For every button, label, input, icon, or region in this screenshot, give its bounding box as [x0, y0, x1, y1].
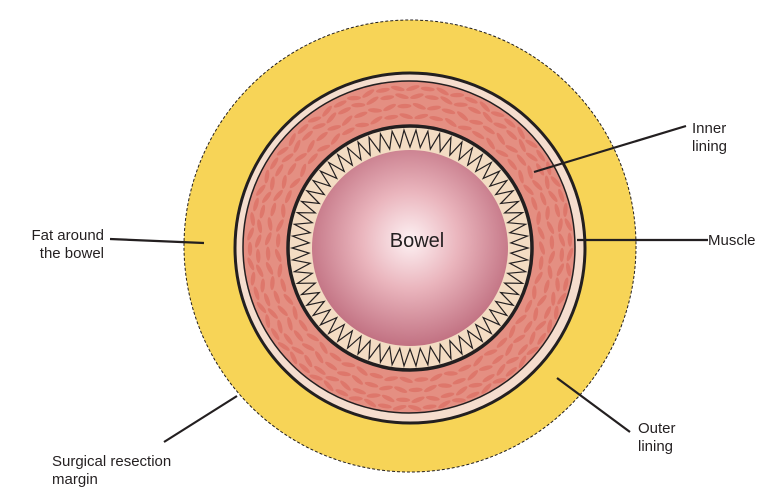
outer-lining-label-line1: Outer [638, 420, 676, 438]
inner-lining-label-line1: Inner [692, 120, 727, 138]
margin-leader-line [164, 396, 237, 442]
surgical-margin-label-line1: Surgical resection [52, 453, 171, 471]
muscle-fiber [444, 371, 458, 375]
surgical-margin-label-line2: margin [52, 471, 171, 489]
inner-lining-label: Inner lining [692, 120, 727, 156]
muscle-label: Muscle [708, 232, 756, 250]
fat-label-line2: the bowel [4, 245, 104, 263]
surgical-margin-label: Surgical resection margin [52, 453, 171, 489]
bowel-label: Bowel [0, 230, 769, 253]
outer-lining-label: Outer lining [638, 420, 676, 456]
inner-lining-label-line2: lining [692, 138, 727, 156]
fat-label: Fat around the bowel [4, 227, 104, 263]
fat-label-line1: Fat around [4, 227, 104, 245]
outer-lining-label-line2: lining [638, 438, 676, 456]
